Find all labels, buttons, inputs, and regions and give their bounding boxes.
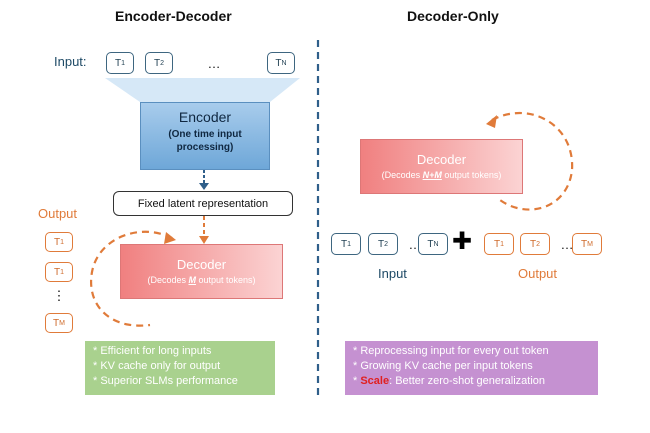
token-subscript: 1: [121, 59, 125, 67]
loop-arrowhead-icon: [164, 232, 176, 244]
input-label: Input: [378, 266, 407, 281]
decoder-subtitle-post: output tokens): [195, 275, 256, 285]
token-base: T: [529, 238, 537, 250]
token-ellipsis: …: [560, 236, 574, 252]
note-line: * Efficient for long inputs: [93, 345, 212, 357]
output-label: Output: [38, 206, 78, 221]
token-base: T: [493, 238, 501, 250]
note-line: * Superior SLMs performance: [93, 375, 238, 387]
token-ellipsis: ⋮: [52, 288, 66, 303]
latent-representation-box: Fixed latent representation: [113, 191, 293, 216]
token-subscript: N: [433, 240, 439, 248]
token-base: T: [53, 317, 60, 329]
token-base: T: [153, 57, 161, 69]
scale-highlight: Scale: [360, 375, 390, 387]
note-line: * Scale: Better zero-shot generalization: [353, 374, 590, 389]
plus-icon: ✚: [452, 228, 473, 255]
token-subscript: M: [59, 319, 65, 327]
encoder-subtitle-line2: processing): [176, 142, 234, 153]
decoder-subtitle-emph: M: [188, 275, 196, 285]
decoder-subtitle-pre: (Decodes: [381, 170, 423, 180]
note-bullet: *: [353, 375, 361, 387]
note-line: * Growing KV cache per input tokens: [353, 360, 533, 372]
decoder-only-title: Decoder-Only: [407, 8, 499, 24]
decoder-title: Decoder: [416, 152, 467, 167]
decoder-subtitle-post: output tokens): [441, 170, 502, 180]
token-base: T: [53, 236, 61, 248]
token-subscript: M: [587, 240, 593, 248]
input-label: Input:: [54, 54, 87, 69]
encoder-title: Encoder: [178, 109, 232, 125]
token-base: T: [53, 266, 61, 278]
note-line: * Reprocessing input for every out token: [353, 345, 549, 357]
decoder-only-notes: * Reprocessing input for every out token…: [345, 341, 598, 395]
token-subscript: 2: [536, 240, 540, 248]
token-base: T: [581, 238, 588, 250]
token-subscript: 1: [347, 240, 351, 248]
token-subscript: 1: [60, 238, 64, 246]
right-decoder-loop: [491, 111, 574, 211]
input-funnel: [105, 78, 300, 102]
token-subscript: 1: [60, 268, 64, 276]
note-line-rest: : Better zero-shot generalization: [389, 375, 546, 387]
decoder-subtitle: (Decodes M output tokens): [121, 275, 282, 285]
left-decoder-block: Decoder (Decodes M output tokens): [120, 244, 283, 299]
token-subscript: 2: [160, 59, 164, 67]
token-subscript: 2: [384, 240, 388, 248]
token-base: T: [340, 238, 348, 250]
token-subscript: 1: [500, 240, 504, 248]
loop-arrowhead-icon: [486, 115, 497, 128]
encoder-decoder-notes: * Efficient for long inputs * KV cache o…: [85, 341, 275, 395]
decoder-subtitle: (Decodes N+M output tokens): [361, 170, 522, 180]
encoder-block: Encoder (One time input processing): [140, 102, 270, 170]
token-base: T: [114, 57, 122, 69]
left-decoder-loop: [89, 230, 173, 327]
token-base: T: [377, 238, 385, 250]
encoder-subtitle-line1: (One time input: [168, 129, 242, 140]
output-label: Output: [518, 266, 558, 281]
encoder-subtitle: (One time input processing): [141, 128, 269, 154]
decoder-subtitle-emph: N+M: [422, 170, 442, 180]
token-subscript: N: [281, 59, 287, 67]
note-line: * KV cache only for output: [93, 360, 221, 372]
decoder-subtitle-pre: (Decodes: [147, 275, 189, 285]
token-ellipsis: …: [207, 55, 221, 71]
arrowhead-icon: [199, 236, 209, 244]
right-decoder-block: Decoder (Decodes N+M output tokens): [360, 139, 523, 194]
arrowhead-icon: [199, 183, 209, 190]
encoder-decoder-title: Encoder-Decoder: [115, 8, 232, 24]
decoder-title: Decoder: [176, 257, 227, 272]
token-base: T: [427, 238, 434, 250]
token-base: T: [275, 57, 282, 69]
